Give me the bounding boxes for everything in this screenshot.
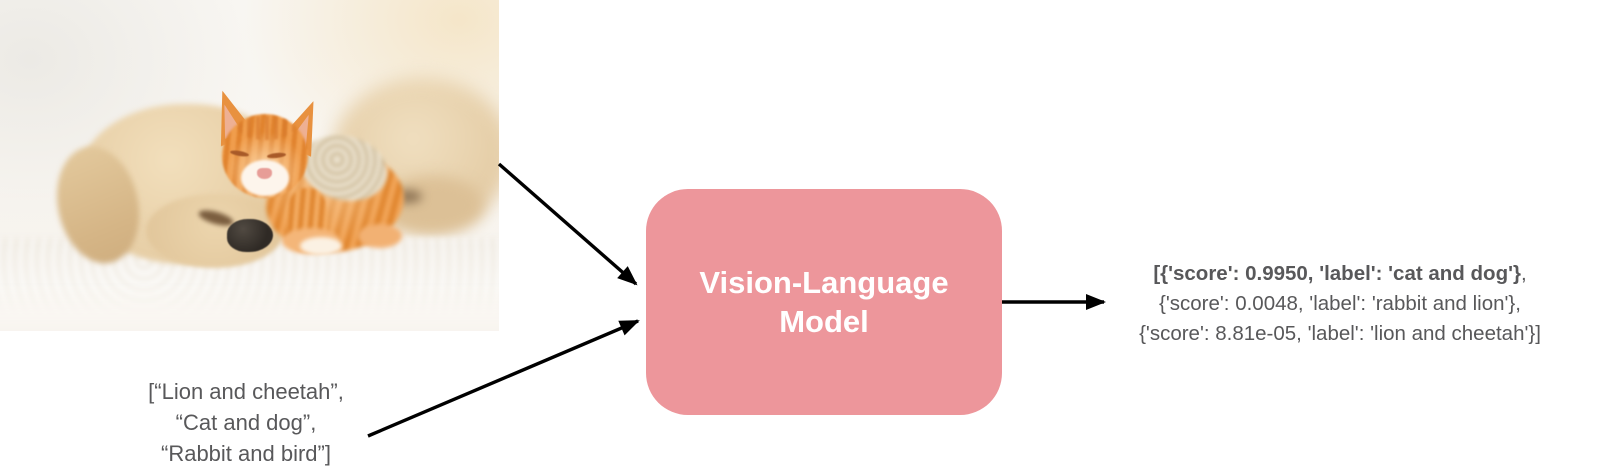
- puppy-nose-shape: [227, 219, 273, 252]
- arrow-image-to-model: [497, 162, 638, 286]
- pets-photo: [0, 0, 499, 331]
- model-box-label-line2: Model: [779, 304, 869, 339]
- candidate-labels-line: [“Lion and cheetah”,: [148, 379, 344, 404]
- model-box-label-line1: Vision-Language: [699, 265, 949, 300]
- output-top-score-comma: ,: [1520, 262, 1527, 285]
- kitten-nose-shape: [257, 168, 272, 179]
- output-score-line: {'score': 0.0048, 'label': 'rabbit and l…: [1159, 292, 1521, 315]
- kitten-forehead-stripes-shape: [238, 116, 294, 140]
- output-scores-text: [{'score': 0.9950, 'label': 'cat and dog…: [1075, 259, 1600, 349]
- kitten-second-paw-shape: [358, 224, 402, 248]
- candidate-labels-text: [“Lion and cheetah”, “Cat and dog”, “Rab…: [76, 376, 416, 469]
- blanket-foreground-shape: [0, 282, 499, 331]
- candidate-labels-line: “Rabbit and bird”]: [161, 441, 331, 466]
- kitten-paw-tip-shape: [300, 237, 342, 255]
- candidate-labels-line: “Cat and dog”,: [175, 410, 317, 435]
- output-score-line: {'score': 8.81e-05, 'label': 'lion and c…: [1139, 322, 1541, 345]
- output-top-score: [{'score': 0.9950, 'label': 'cat and dog…: [1153, 262, 1521, 285]
- output-score-line: [{'score': 0.9950, 'label': 'cat and dog…: [1075, 259, 1600, 289]
- vision-language-model-box: Vision-Language Model: [646, 189, 1002, 415]
